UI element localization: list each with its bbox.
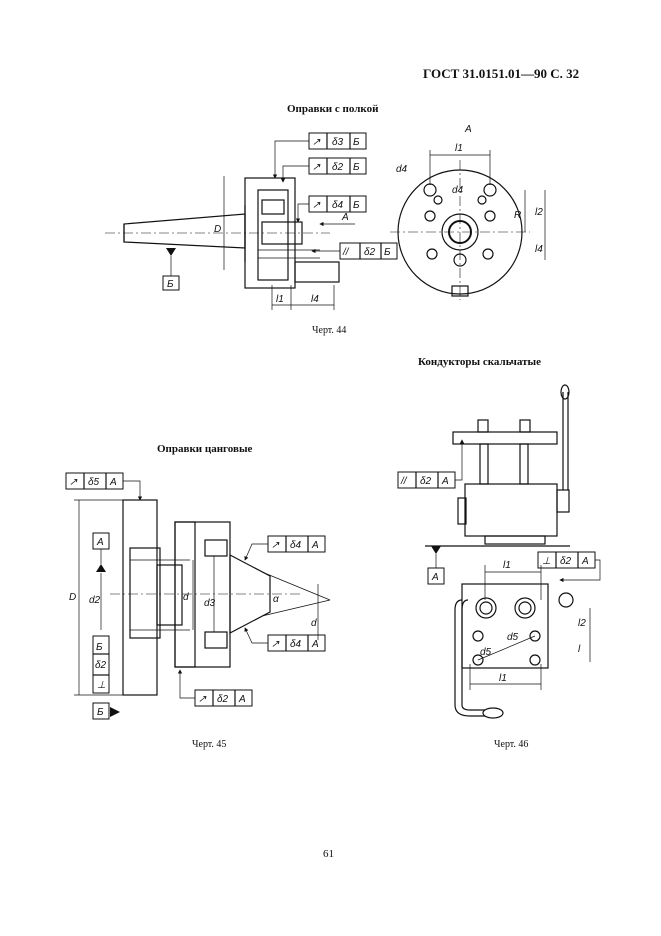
caption-fig46: Черт. 46 — [494, 739, 529, 750]
dim-l2: l2 — [535, 207, 543, 218]
frame-datum: A — [441, 476, 449, 487]
section-title-left: Оправки цанговые — [157, 443, 253, 455]
dim-l2: l2 — [578, 618, 586, 629]
dim-alpha: α — [273, 594, 279, 605]
fig44-frame-4: // δ2 Б — [339, 242, 398, 260]
view-A-label: A — [341, 212, 349, 223]
standard-reference: ГОСТ 31.0151.01—90 С. 32 — [423, 66, 580, 81]
frame-tolerance: δ2 — [420, 476, 432, 487]
caption-fig45: Черт. 45 — [192, 739, 227, 750]
frame-tolerance: δ3 — [332, 137, 344, 148]
dim-d-out: d — [311, 618, 317, 629]
frame-symbol: ↗ — [198, 694, 207, 705]
dim-d5-b: d5 — [480, 647, 492, 658]
dim-l1: l1 — [276, 294, 284, 305]
frame-symbol: ↗ — [312, 162, 321, 173]
fig44-frame-2: ↗ δ2 Б — [308, 157, 367, 175]
frame-datum: Б — [353, 137, 360, 148]
dim-D: D — [69, 592, 76, 603]
fig45-body — [122, 499, 271, 696]
fig46-jig-top — [454, 583, 574, 719]
page-number: 61 — [323, 848, 334, 860]
dim-l1-top: l1 — [503, 560, 511, 571]
datum-A: A — [431, 572, 439, 583]
dim-R: R — [514, 210, 521, 221]
frame-datum: A — [311, 639, 319, 650]
fig46-jig-front — [425, 384, 570, 547]
frame-datum: A — [109, 477, 117, 488]
datum-A: A — [96, 537, 104, 548]
fig45-frame-right-1: ↗ δ4 A — [267, 535, 326, 553]
frame-datum: A — [311, 540, 319, 551]
datum-B: Б — [167, 279, 174, 290]
frame-datum: A — [238, 694, 246, 705]
fig45-frame-left: Б δ2 ⊥ — [92, 635, 110, 694]
frame-datum: A — [581, 556, 589, 567]
dim-D: D — [214, 224, 221, 235]
frame-tolerance: δ2 — [95, 660, 107, 671]
frame-symbol: ⊥ — [542, 556, 551, 567]
frame-symbol: ↗ — [271, 540, 280, 551]
frame-tolerance: δ4 — [290, 540, 302, 551]
fig46-frame-parallel: // δ2 A — [397, 471, 456, 489]
fig44-view-A — [390, 160, 530, 300]
frame-symbol: // — [400, 476, 408, 487]
fig45-frame-bottom: ↗ δ2 A — [194, 689, 253, 707]
datum-B: Б — [97, 707, 104, 718]
frame-datum: Б — [353, 200, 360, 211]
frame-symbol: ↗ — [312, 137, 321, 148]
dim-d4-a: d4 — [396, 164, 408, 175]
frame-tolerance: δ2 — [364, 247, 376, 258]
dim-l1-bottom: l1 — [499, 673, 507, 684]
frame-symbol: ⊥ — [97, 680, 106, 691]
dim-view-l4: l4 — [535, 244, 543, 255]
frame-symbol: ↗ — [69, 477, 78, 488]
frame-datum: Б — [353, 162, 360, 173]
frame-tolerance: δ2 — [332, 162, 344, 173]
fig45-frame-top: ↗ δ5 A — [65, 472, 124, 490]
dim-d4-b: d4 — [452, 185, 464, 196]
frame-tolerance: δ5 — [88, 477, 100, 488]
frame-tolerance: δ2 — [217, 694, 229, 705]
dim-l4: l4 — [311, 294, 319, 305]
frame-datum: Б — [384, 247, 391, 258]
frame-tolerance: δ2 — [560, 556, 572, 567]
fig44-body — [244, 177, 340, 289]
frame-symbol: ↗ — [271, 639, 280, 650]
frame-tolerance: δ4 — [332, 200, 344, 211]
frame-symbol: // — [342, 247, 350, 258]
fig46-frame-perp: ⊥ δ2 A — [537, 551, 596, 569]
dim-d: d — [183, 592, 189, 603]
section-title-right: Кондукторы скальчатые — [418, 356, 541, 368]
section-title-top: Оправки с полкой — [287, 103, 379, 115]
dim-d5-a: d5 — [507, 632, 519, 643]
fig44-frame-1: ↗ δ3 Б — [308, 132, 367, 150]
dim-l: l — [578, 644, 581, 655]
frame-tolerance: δ4 — [290, 639, 302, 650]
dim-d2: d2 — [89, 595, 101, 606]
frame-symbol: ↗ — [312, 200, 321, 211]
dim-d3: d3 — [204, 598, 216, 609]
caption-fig44: Черт. 44 — [312, 325, 347, 336]
view-A-title: A — [464, 124, 472, 135]
dim-view-l1: l1 — [455, 143, 463, 154]
frame-datum: Б — [96, 642, 103, 653]
